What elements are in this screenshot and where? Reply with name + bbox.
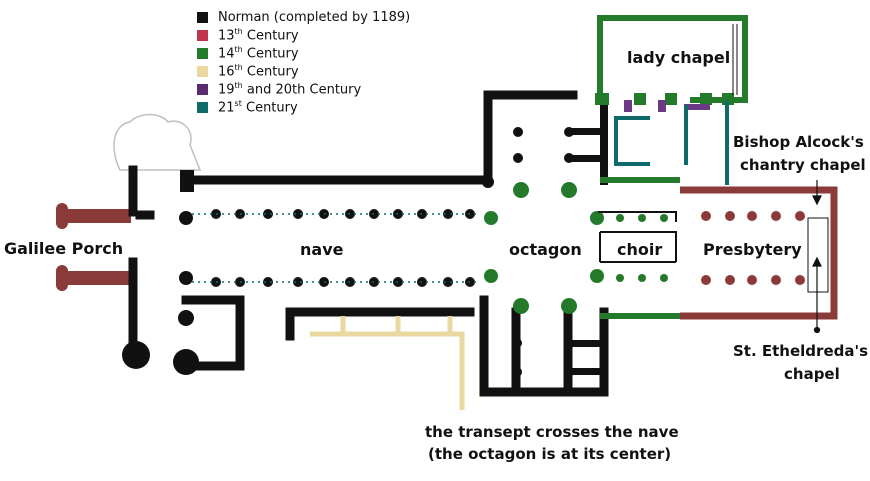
lady-chapel-detail: [732, 24, 738, 95]
legend-text: Norman (completed by 1189): [218, 9, 411, 25]
norman-piers: [122, 95, 608, 377]
legend-swatch: [197, 47, 208, 59]
legend-swatch: [197, 83, 208, 95]
legend-item-16th: 16th Century: [197, 62, 437, 80]
twenty-first-century-features: [614, 100, 729, 185]
galilee-porch-walls: [56, 203, 131, 291]
legend-item-norman: Norman (completed by 1189): [197, 8, 437, 26]
norman-walls: [128, 90, 609, 397]
legend-text: 21st Century: [218, 98, 298, 116]
label-octagon: octagon: [509, 240, 582, 259]
legend-swatch: [197, 65, 208, 77]
sixteenth-century-walls: [310, 316, 465, 410]
label-nave: nave: [300, 240, 344, 259]
pointer-lines: [812, 180, 822, 334]
legend-text: 13th Century: [218, 26, 299, 44]
legend-item-14th: 14th Century: [197, 44, 437, 62]
legend-swatch: [197, 101, 208, 113]
label-bishop-alcock-line1: Bishop Alcock's: [733, 133, 864, 151]
legend-text: 19th and 20th Century: [218, 80, 362, 98]
label-etheldreda-line1: St. Etheldreda's: [733, 342, 868, 360]
legend-swatch: [197, 11, 208, 23]
label-presbytery: Presbytery: [703, 240, 802, 259]
label-transept-line2: (the octagon is at its center): [428, 445, 672, 463]
legend-text: 16th Century: [218, 62, 299, 80]
legend-item-13th: 13th Century: [197, 26, 437, 44]
label-lady-chapel: lady chapel: [627, 48, 731, 67]
nineteenth-century-features: [624, 100, 710, 112]
former-tower-outline: [113, 113, 202, 171]
legend-swatch: [197, 29, 208, 41]
label-etheldreda-line2: chapel: [784, 365, 840, 383]
label-galilee-porch: Galilee Porch: [4, 239, 124, 258]
choir-stalls: [598, 211, 677, 263]
presbytery-walls: [680, 186, 838, 320]
label-choir: choir: [617, 240, 663, 259]
label-transept-line1: the transept crosses the nave: [425, 423, 679, 441]
legend-item-21st: 21st Century: [197, 98, 437, 116]
label-bishop-alcock-line2: chantry chapel: [740, 156, 866, 174]
legend: Norman (completed by 1189) 13th Century …: [197, 8, 437, 116]
legend-item-19th-20th: 19th and 20th Century: [197, 80, 437, 98]
legend-text: 14th Century: [218, 44, 299, 62]
